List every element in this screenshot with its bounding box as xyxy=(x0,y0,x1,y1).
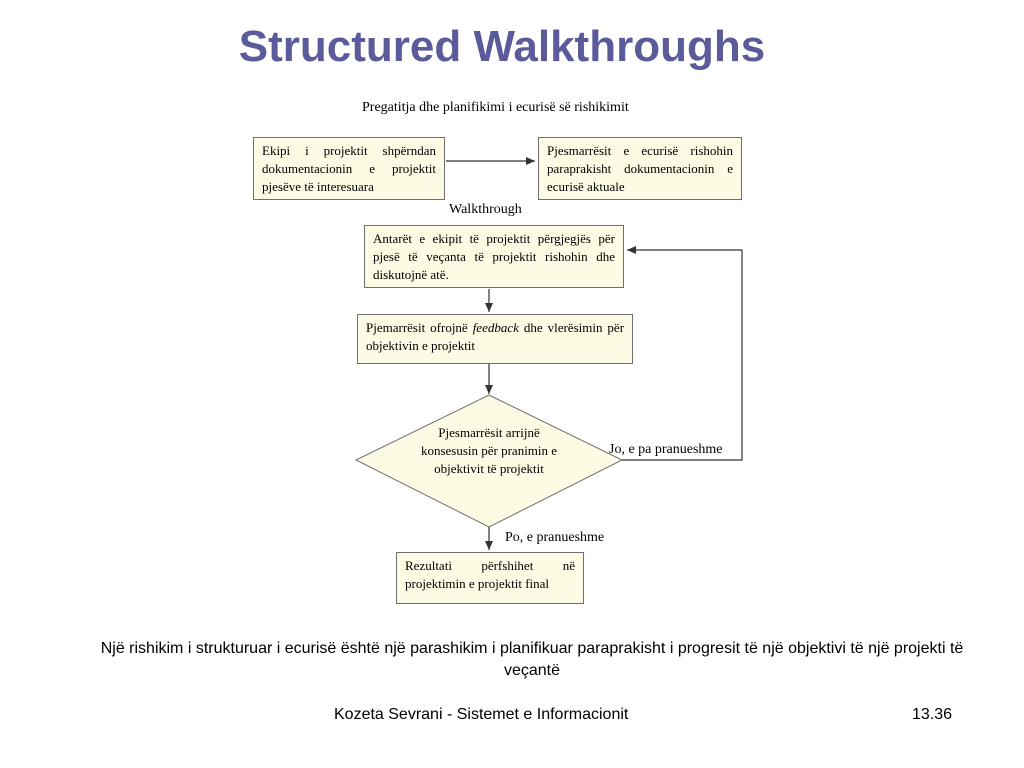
slide-caption: Një rishikim i strukturuar i ecurisë ësh… xyxy=(100,640,964,679)
box-result: Rezultati përfshihet në projektimin e pr… xyxy=(396,552,584,604)
yes-branch-label: Po, e pranueshme xyxy=(505,530,605,545)
walkthrough-label: Walkthrough xyxy=(449,202,522,217)
box-feedback: Pjemarrësit ofrojnë feedback dhe vlerësi… xyxy=(357,314,633,364)
slide-title: Structured Walkthroughs xyxy=(238,22,766,71)
footer-author: Kozeta Sevrani - Sistemet e Informacioni… xyxy=(334,706,629,723)
box-team-members: Antarët e ekipit të projektit përgjegjës… xyxy=(364,225,624,288)
feedback-text-before: Pjemarrësit ofrojnë xyxy=(366,320,468,335)
box-team-distributes: Ekipi i projektit shpërndan dokumentacio… xyxy=(253,137,445,200)
no-branch-label: Jo, e pa pranueshme xyxy=(609,442,723,457)
box-participants-review: Pjesmarrësit e ecurisë rishohin paraprak… xyxy=(538,137,742,200)
feedback-text-after: dhe vlerësimin për objektivin e projekti… xyxy=(366,320,625,353)
page-number: 13.36 xyxy=(912,706,953,723)
decision-text: Pjesmarrësit arrijnë konsesusin për pran… xyxy=(420,425,558,476)
arrow-no-loop-back xyxy=(622,246,743,461)
section-heading: Pregatitja dhe planifikimi i ecurisë së … xyxy=(362,100,629,115)
feedback-text-italic: feedback xyxy=(472,320,519,335)
flowchart-connectors xyxy=(354,157,743,550)
